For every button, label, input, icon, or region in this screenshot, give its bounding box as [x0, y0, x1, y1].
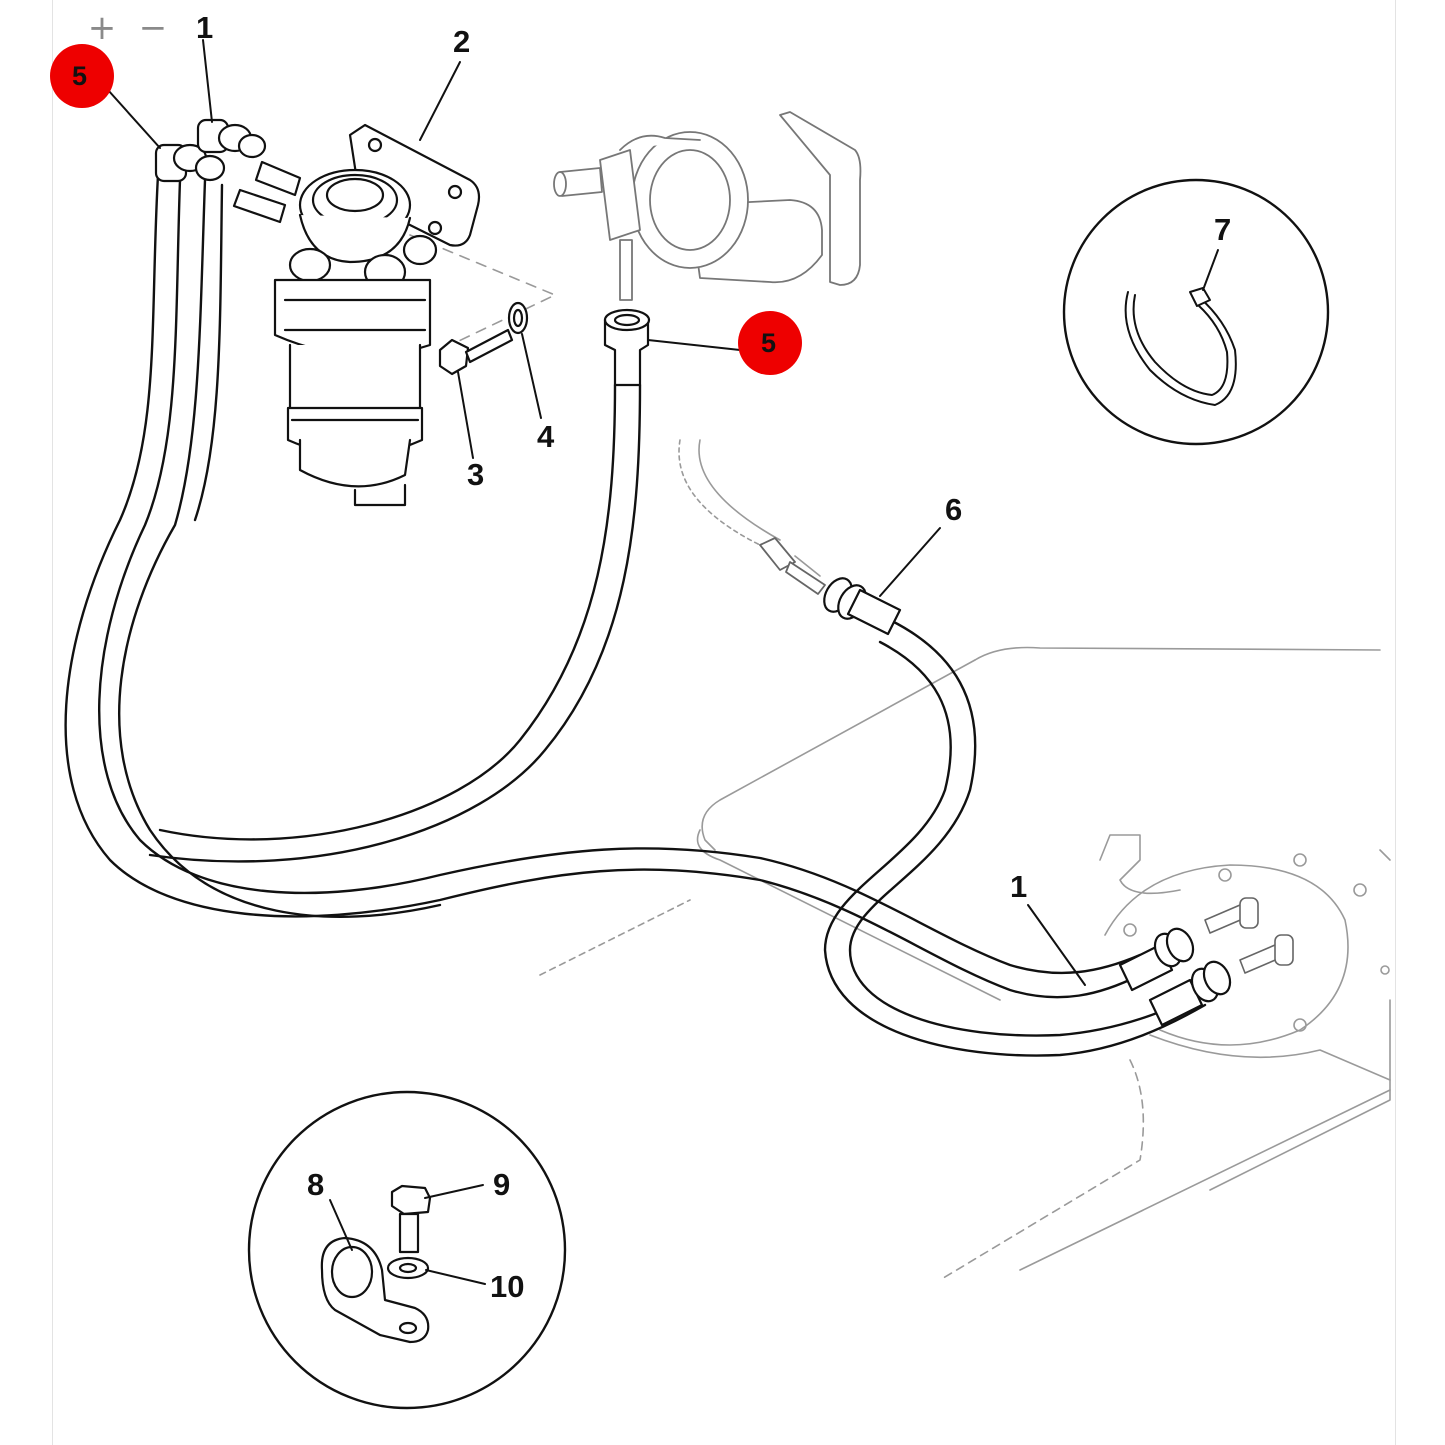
hose-clip-8	[320, 1236, 430, 1344]
callout-7: 7	[1214, 212, 1231, 247]
viewer-border-left	[52, 0, 53, 1445]
hotspot-5-right[interactable]: 5	[738, 311, 802, 375]
hose-fitting-6	[823, 577, 902, 636]
bolt-9	[390, 1184, 432, 1254]
viewer-border-right	[1395, 0, 1396, 1445]
callout-4: 4	[537, 419, 555, 454]
callout-8: 8	[307, 1167, 324, 1202]
bolt-3	[438, 328, 514, 376]
fuel-lift-pump	[553, 111, 862, 301]
hose-connectors	[154, 118, 302, 224]
callout-1-top: 1	[196, 10, 213, 45]
fuel-hose-feed	[118, 178, 442, 918]
tank-outlet-pipes	[1204, 897, 1294, 974]
fuel-hose-pump	[148, 383, 642, 863]
cable-tie-7	[1124, 287, 1237, 406]
detail-circle-cable-tie	[1062, 178, 1330, 446]
callout-2: 2	[453, 24, 470, 59]
hose-fitting-tank	[1118, 927, 1232, 1027]
fuel-hose-return	[64, 173, 1142, 999]
fuel-filter-assembly	[273, 123, 481, 507]
callout-1-bottom: 1	[1010, 869, 1027, 904]
callout-10: 10	[490, 1269, 524, 1304]
hotspot-5-top-left-label: 5	[72, 61, 87, 91]
zoom-in-button[interactable]: +	[87, 8, 117, 48]
tank-feed-connector	[759, 537, 826, 595]
fuel-tank-outline	[409, 234, 1391, 1281]
callout-9: 9	[493, 1167, 510, 1202]
detail-circle-hose-clip	[247, 1090, 567, 1410]
callout-6: 6	[945, 492, 962, 527]
fuel-hose-tank-leg	[823, 618, 1207, 1057]
hotspot-5-top-left[interactable]: 5	[50, 44, 114, 108]
callout-3: 3	[467, 457, 484, 492]
pump-union-nut	[603, 308, 651, 387]
zoom-out-button[interactable]: −	[138, 8, 168, 48]
leader-lines	[107, 39, 1219, 1285]
hotspot-5-right-label: 5	[761, 328, 776, 358]
washer-4	[507, 301, 529, 335]
washer-10	[386, 1256, 430, 1280]
